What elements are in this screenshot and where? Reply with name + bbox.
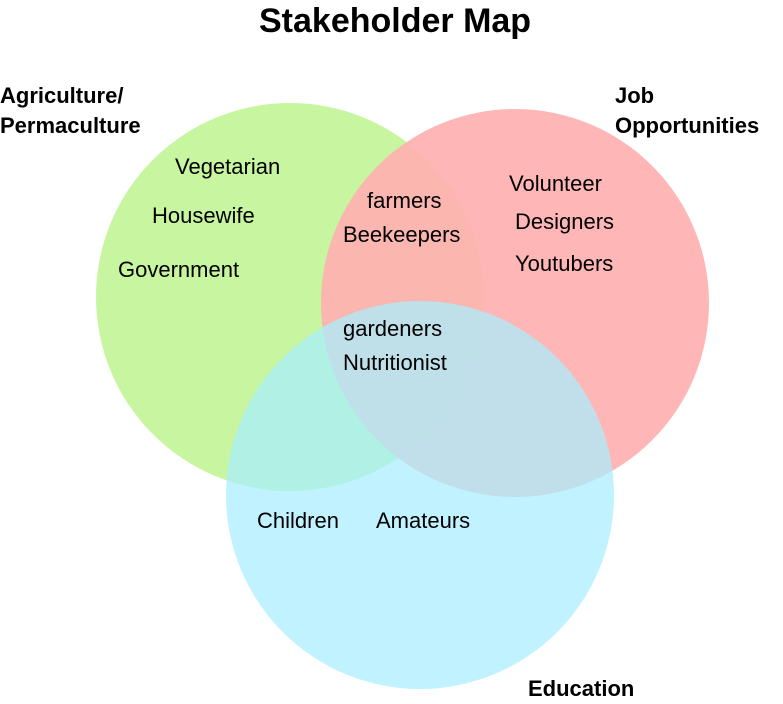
stakeholder-item: gardeners [343,316,443,341]
agriculture-label-line1: Agriculture/ [0,83,124,108]
education-label: Education [528,676,635,701]
stakeholder-item: Volunteer [509,171,602,196]
jobs-label: Job Opportunities [615,81,759,141]
agriculture-label-line2: Permaculture [0,113,141,138]
stakeholder-item: Beekeepers [343,222,461,247]
stakeholder-item: farmers [367,188,442,213]
stakeholder-item: Vegetarian [175,154,281,179]
stakeholder-item: Designers [515,209,615,234]
agriculture-label: Agriculture/ Permaculture [0,81,141,141]
jobs-label-line1: Job [615,83,655,108]
education-circle [226,301,614,689]
stakeholder-item: Amateurs [376,508,471,533]
jobs-label-line2: Opportunities [615,113,760,138]
stakeholder-item: Housewife [152,203,255,228]
diagram-title: Stakeholder Map [259,2,532,40]
stakeholder-item: Youtubers [515,251,614,276]
stakeholder-item: Government [118,257,240,282]
stakeholder-item: Children [257,508,339,533]
stakeholder-item: Nutritionist [343,350,447,375]
